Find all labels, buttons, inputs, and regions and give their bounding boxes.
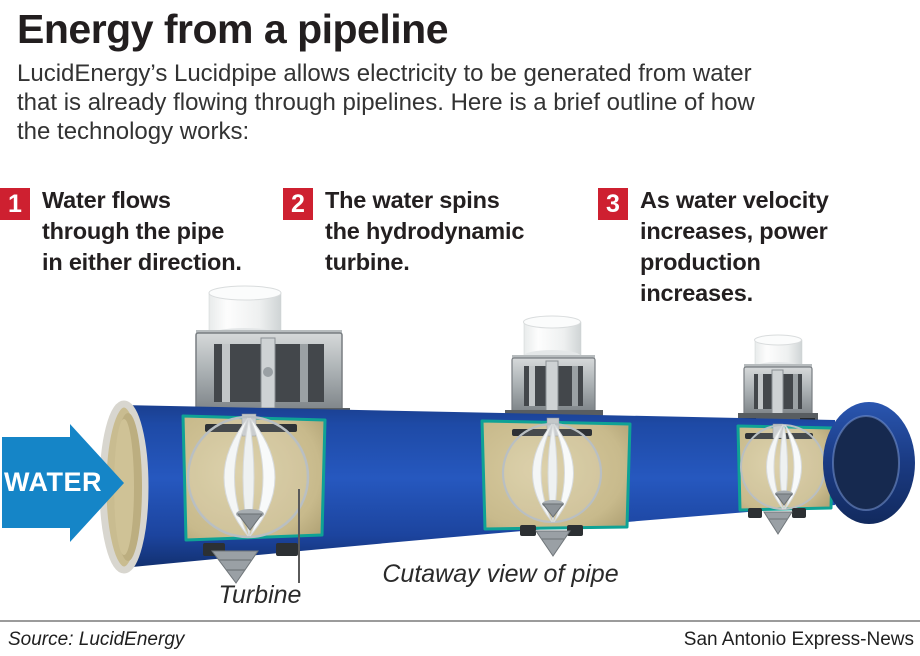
step-1-number-badge: 1	[0, 188, 30, 220]
turbine-sphere-2	[501, 417, 603, 524]
drain-fitting-1	[203, 543, 298, 584]
step-1-line: in either direction.	[42, 249, 242, 275]
step-2-text: The water spins the hydrodynamic turbine…	[325, 185, 575, 278]
step-2-line: the hydrodynamic	[325, 218, 525, 244]
step-3-line: increases, power	[640, 218, 828, 244]
intro-line: the technology works:	[17, 118, 250, 145]
turbine-sphere-1	[186, 413, 310, 539]
step-2-number-badge: 2	[283, 188, 313, 220]
step-3-text: As water velocity increases, power produ…	[640, 185, 870, 309]
intro-text: LucidEnergy’s Lucidpipe allows electrici…	[17, 59, 755, 146]
turbine-sphere-3	[740, 423, 826, 510]
step-2-line: turbine.	[325, 249, 410, 275]
pipe-open-end	[99, 400, 149, 574]
footer-divider	[0, 620, 920, 622]
publisher-credit: San Antonio Express-News	[683, 629, 914, 650]
step-3-line: increases.	[640, 280, 753, 306]
water-label: WATER	[4, 467, 102, 497]
step-1-line: through the pipe	[42, 218, 225, 244]
intro-line: that is already flowing through pipeline…	[17, 89, 755, 116]
intro-line: LucidEnergy’s Lucidpipe allows electrici…	[17, 60, 752, 87]
pipe-bell-end	[823, 402, 915, 524]
step-3-line: As water velocity	[640, 187, 829, 213]
turbine-frame-3	[738, 364, 818, 427]
page-title: Energy from a pipeline	[17, 6, 449, 52]
drain-fitting-2	[520, 525, 583, 557]
drain-fitting-3	[748, 508, 806, 535]
step-3-line: production	[640, 249, 761, 275]
turbine-label: Turbine	[218, 581, 302, 609]
generator-cylinder-3	[754, 334, 803, 372]
step-2-line: The water spins	[325, 187, 500, 213]
cutaway-label: Cutaway view of pipe	[382, 560, 619, 588]
step-1-text: Water flows through the pipe in either d…	[42, 185, 292, 278]
step-3-number-badge: 3	[598, 188, 628, 220]
step-1-line: Water flows	[42, 187, 171, 213]
water-arrow	[2, 424, 124, 542]
source-credit: Source: LucidEnergy	[8, 629, 185, 650]
pipeline-illustration	[2, 285, 915, 584]
